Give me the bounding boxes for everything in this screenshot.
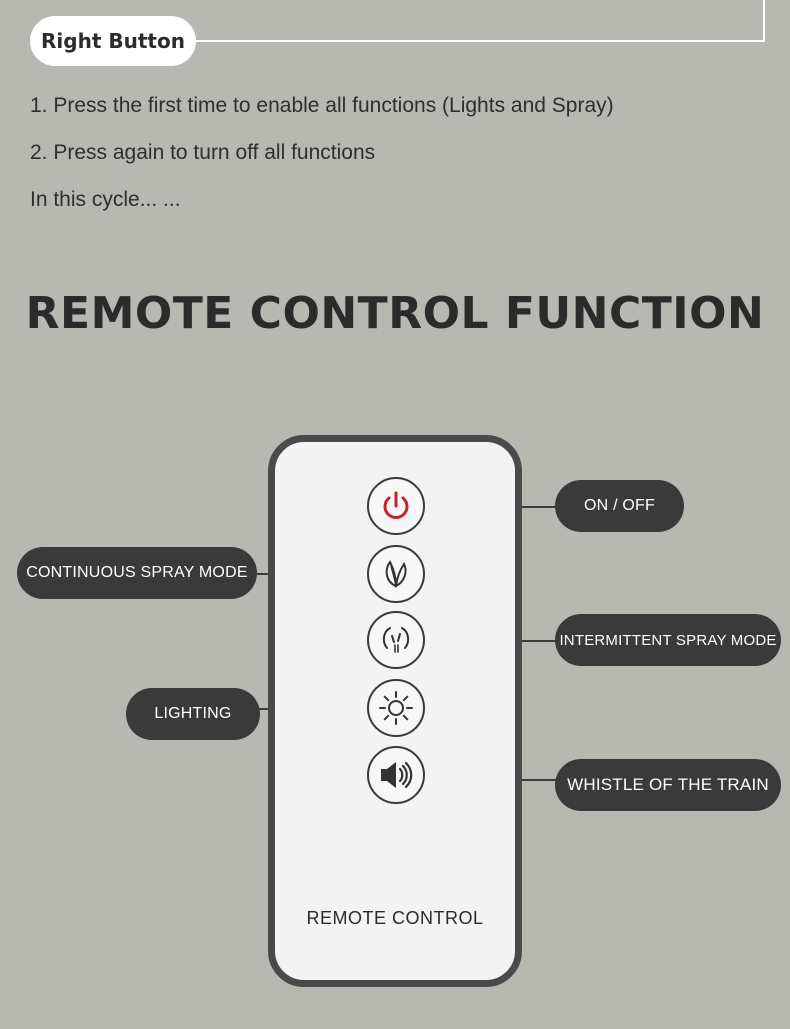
- instruction-step-1: 1. Press the first time to enable all fu…: [30, 94, 614, 117]
- callout-lighting: LIGHTING: [126, 688, 260, 740]
- power-button[interactable]: [367, 477, 425, 535]
- callout-on-off: ON / OFF: [555, 480, 684, 532]
- continuous-spray-button[interactable]: [367, 545, 425, 603]
- frame-line: [763, 0, 765, 42]
- power-icon: [383, 491, 409, 519]
- whistle-button[interactable]: [367, 746, 425, 804]
- intermittent-spray-button[interactable]: [367, 611, 425, 669]
- speaker-icon: [381, 761, 413, 789]
- page-title: REMOTE CONTROL FUNCTION: [25, 288, 765, 339]
- leaf-spray-icon: [385, 560, 407, 588]
- callout-intermittent-spray-mode: INTERMITTENT SPRAY MODE: [555, 614, 781, 666]
- remote-control-label: REMOTE CONTROL: [306, 908, 484, 928]
- right-button-label: Right Button: [30, 16, 196, 66]
- instruction-step-2: 2. Press again to turn off all functions: [30, 141, 376, 164]
- intermittent-spray-icon: [382, 627, 410, 653]
- sun-icon: [379, 691, 413, 725]
- callout-whistle-of-the-train: WHISTLE OF THE TRAIN: [555, 759, 781, 811]
- frame-line: [195, 40, 765, 42]
- instruction-step-3: In this cycle... ...: [30, 188, 181, 211]
- callout-continuous-spray-mode: CONTINUOUS SPRAY MODE: [17, 547, 257, 599]
- instruction-list: 1. Press the first time to enable all fu…: [30, 92, 614, 233]
- lighting-button[interactable]: [367, 679, 425, 737]
